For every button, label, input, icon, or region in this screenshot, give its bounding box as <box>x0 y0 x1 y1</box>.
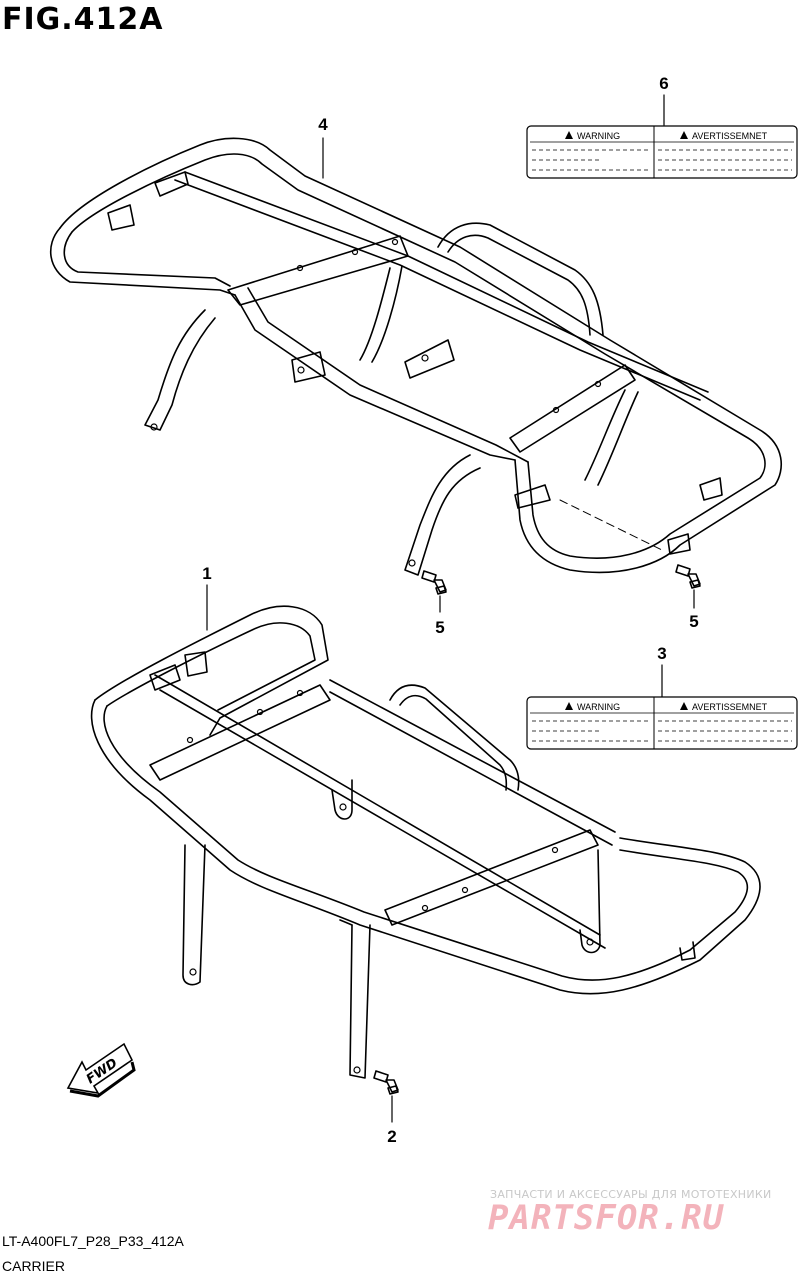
figure-title: FIG.412A <box>2 2 164 37</box>
bolt-icon-upper-left <box>421 570 447 595</box>
watermark-tagline: ЗАПЧАСТИ И АКСЕССУАРЫ ДЛЯ МОТОТЕХНИКИ <box>490 1188 772 1201</box>
bolt-icon-upper-right <box>675 564 701 589</box>
bolt-icon-lower <box>373 1070 399 1095</box>
callout-part-5-right: 5 <box>689 612 698 631</box>
callout-part-6: 6 <box>659 74 668 93</box>
warning-triangle-icon <box>565 702 573 710</box>
warning-triangle-icon <box>680 131 688 139</box>
watermark-logo: PARTSFOR.RU <box>488 1198 725 1238</box>
callout-part-5-left: 5 <box>435 618 444 637</box>
warning-triangle-icon <box>680 702 688 710</box>
callout-part-3: 3 <box>657 644 666 663</box>
label-header-avertissement: AVERTISSEMNET <box>692 131 768 141</box>
callout-part-2: 2 <box>387 1127 396 1146</box>
label-header-warning: WARNING <box>577 702 620 712</box>
upper-carrier-drawing <box>49 137 782 576</box>
label-header-warning: WARNING <box>577 131 620 141</box>
warning-label-upper: WARNING AVERTISSEMNET <box>526 125 798 179</box>
label-header-avertissement: AVERTISSEMNET <box>692 702 768 712</box>
callout-part-1: 1 <box>202 564 211 583</box>
figure-caption: CARRIER <box>2 1258 66 1274</box>
warning-triangle-icon <box>565 131 573 139</box>
lower-carrier-drawing <box>90 605 761 1079</box>
callout-part-4: 4 <box>318 115 328 134</box>
figure-code: LT-A400FL7_P28_P33_412A <box>2 1233 184 1249</box>
warning-label-lower: WARNING AVERTISSEMNET <box>526 696 798 750</box>
fwd-arrow-icon: FWD <box>66 1042 136 1098</box>
